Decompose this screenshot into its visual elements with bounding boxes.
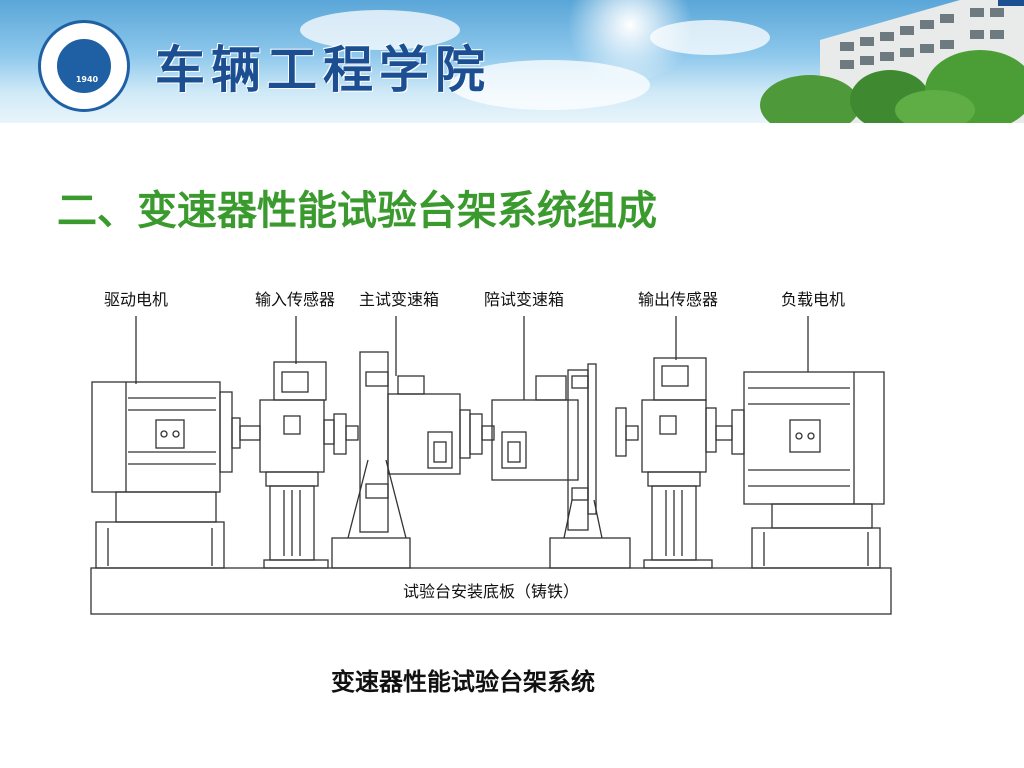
figure-caption: 变速器性能试验台架系统 <box>331 668 595 696</box>
load-motor <box>743 371 885 569</box>
header-banner: 1940 车辆工程学院 <box>0 0 1024 123</box>
accompany-gearbox <box>491 363 631 569</box>
cloud <box>300 10 460 50</box>
output-sensor <box>641 357 717 569</box>
base-plate <box>90 567 892 615</box>
campus-building-image <box>760 0 1024 123</box>
label-main-gearbox: 主试变速箱 <box>359 290 439 309</box>
logo-emblem-icon <box>55 37 113 95</box>
logo-year: 1940 <box>75 75 99 84</box>
label-load-motor: 负载电机 <box>781 290 845 309</box>
label-drive-motor: 驱动电机 <box>104 290 168 309</box>
cloud <box>650 20 770 55</box>
cloud <box>450 60 650 110</box>
label-accompany-gearbox: 陪试变速箱 <box>484 290 564 309</box>
slide-title: 二、变速器性能试验台架系统组成 <box>57 188 657 234</box>
drive-motor <box>91 381 233 569</box>
label-base-plate: 试验台安装底板（铸铁） <box>403 582 579 601</box>
label-output-sensor: 输出传感器 <box>638 290 718 309</box>
test-bench-diagram: 驱动电机 输入传感器 主试变速箱 陪试变速箱 输出传感器 负载电机 试验台安装底… <box>90 290 892 615</box>
university-logo: 1940 <box>38 20 130 112</box>
main-gearbox <box>331 351 461 569</box>
label-input-sensor: 输入传感器 <box>255 290 335 309</box>
school-name: 车辆工程学院 <box>155 40 491 99</box>
input-sensor <box>259 361 335 569</box>
